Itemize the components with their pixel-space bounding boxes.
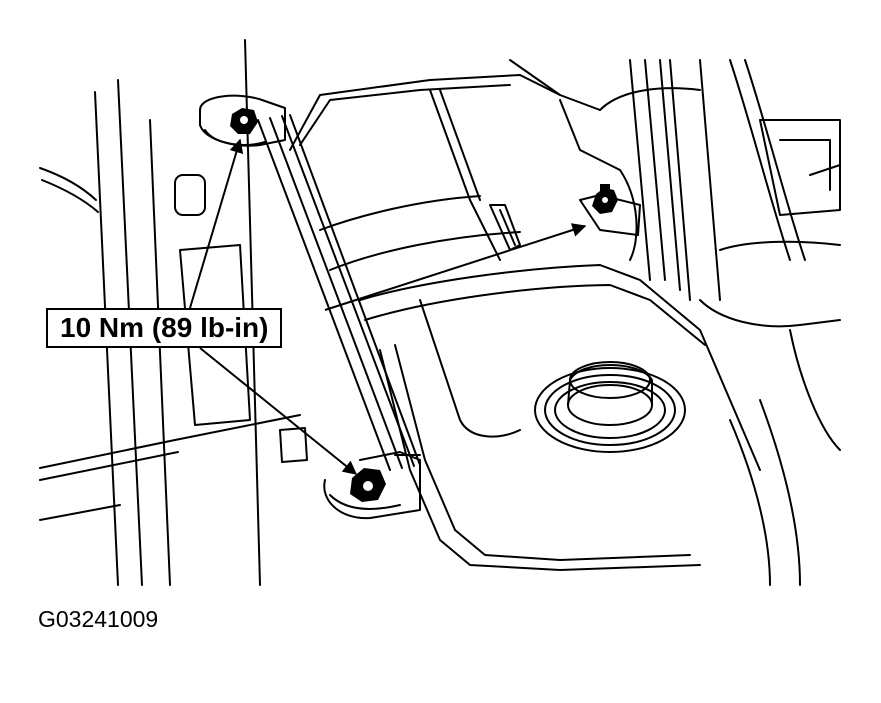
right-bolt-icon [592,184,618,214]
coolant-reservoir-body [289,74,761,571]
bracket-strap [257,114,421,471]
figure-id-label: G03241009 [38,606,159,632]
engine-components [509,59,841,586]
leader-arrow-upper [189,138,244,309]
filler-neck [534,361,686,453]
leader-arrow-lower [199,347,358,475]
lower-bolt-icon [350,468,386,502]
left-frame [39,39,308,586]
lower-mount-bracket [323,451,421,520]
leader-arrow-right [324,223,587,311]
upper-bolt-icon [230,108,258,134]
torque-spec-callout: 10 Nm (89 lb-in) [46,308,283,348]
